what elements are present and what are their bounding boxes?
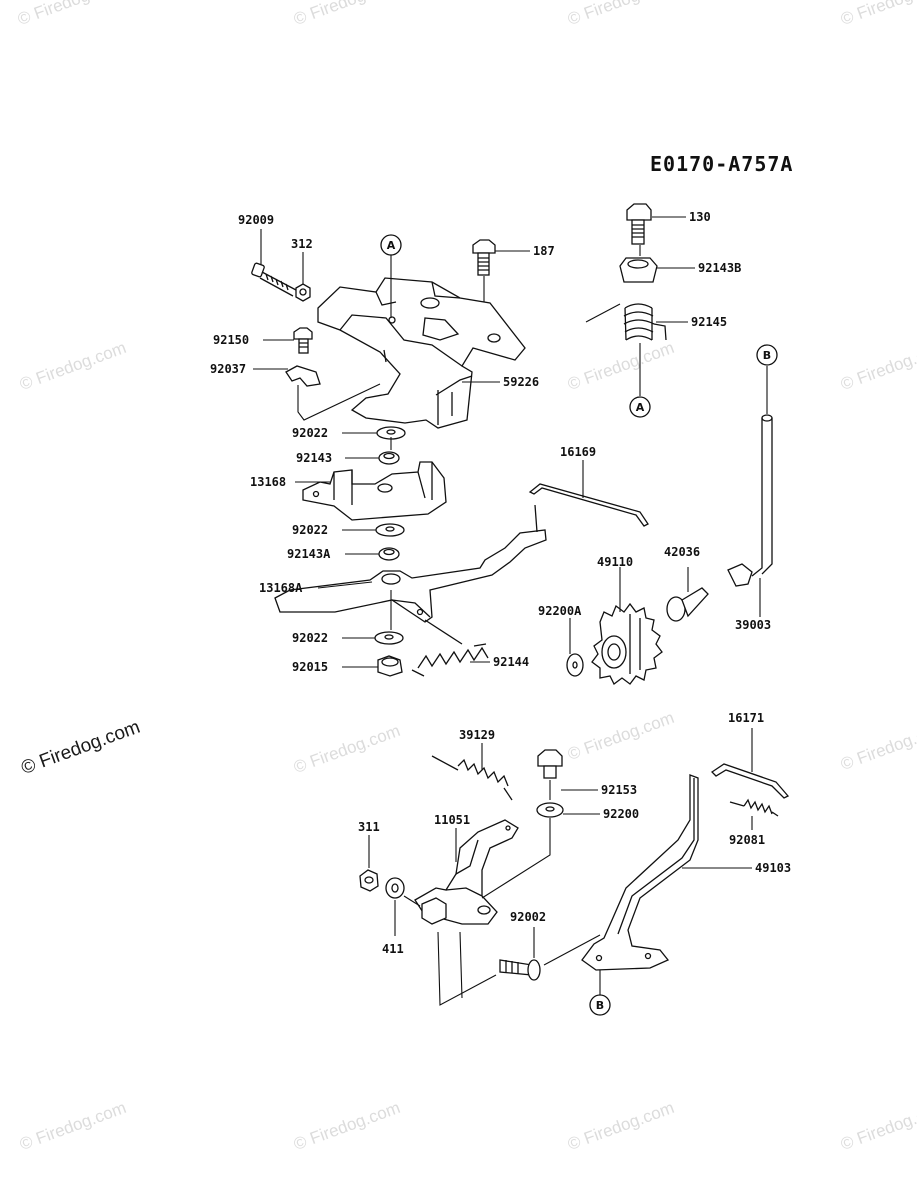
washer-92022-drawing [374,631,404,645]
callout-16171: 16171 [728,711,764,725]
svg-text:B: B [763,349,771,362]
rod-16169-drawing [528,460,649,527]
callout-311: 311 [358,820,380,834]
callout-39129: 39129 [459,728,495,742]
svg-text:A: A [387,239,396,252]
callout-92081: 92081 [729,833,765,847]
lever-11051-drawing [414,819,519,925]
callout-49103: 49103 [755,861,791,875]
callout-92002: 92002 [510,910,546,924]
callout-42036: 42036 [664,545,700,559]
washer-92200A-drawing [566,653,584,677]
nut-312-drawing [295,252,311,302]
washer-92022-drawing [375,523,405,537]
callout-92009: 92009 [238,213,274,227]
grommet-92143A-drawing [378,547,400,561]
callout-49110: 49110 [597,555,633,569]
callout-92200A: 92200A [538,604,582,618]
callout-92153: 92153 [601,783,637,797]
washer-411-drawing [385,877,405,899]
rod-39003-drawing [727,366,773,587]
callout-92015: 92015 [292,660,328,674]
callout-92037: 92037 [210,362,246,376]
spring-92145-drawing [585,303,667,341]
callout-92150: 92150 [213,333,249,347]
spring-39129-drawing [431,743,513,801]
leader-line [481,818,551,899]
callout-92200: 92200 [603,807,639,821]
callout-39003: 39003 [735,618,771,632]
callout-92022-middle: 92022 [292,523,328,537]
diagram-code: E0170-A757A [650,152,794,176]
screw-92150-drawing [293,327,313,354]
callout-92145: 92145 [691,315,727,329]
bolt-92002-drawing [499,959,541,981]
callout-92022-upper: 92022 [292,426,328,440]
svg-text:A: A [636,401,645,414]
callout-312: 312 [291,237,313,251]
callout-13168: 13168 [250,475,286,489]
lever-13168A-drawing [274,504,547,623]
ref-marker-b-bottom: B [589,994,611,1016]
plate-13168-drawing [302,461,447,521]
leader-line [437,931,497,1006]
callout-59226: 59226 [503,375,539,389]
callout-16169: 16169 [560,445,596,459]
leader-lines [253,216,695,815]
gear-49110-drawing [591,602,663,685]
nut-92015-drawing [377,655,403,677]
leader-line [403,895,421,907]
bracket-59226-drawing [317,277,526,429]
svg-text:B: B [596,999,604,1012]
cap-92143B-drawing [619,257,658,283]
clip-92037-drawing [285,365,321,387]
leader-line [543,934,601,966]
callout-187: 187 [533,244,555,258]
ref-marker-b-top: B [756,344,778,366]
callout-130: 130 [689,210,711,224]
callout-11051: 11051 [434,813,470,827]
washer-92200-drawing [536,802,564,818]
pin-42036-drawing [666,567,709,622]
bolt-130-drawing [626,203,652,245]
ref-marker-a-right: A [629,396,651,418]
bolt-187-drawing [472,239,530,305]
callout-92022-lower: 92022 [292,631,328,645]
callout-92144: 92144 [493,655,529,669]
lever-49103-drawing [581,774,699,971]
spring-92081-drawing [729,798,779,830]
callout-92143A: 92143A [287,547,331,561]
callout-13168A: 13168A [259,581,303,595]
grommet-92143-drawing [378,451,400,465]
ref-marker-a-top: A [380,234,402,256]
bolt-92009-drawing [251,229,297,297]
spring-92144-drawing [411,619,489,677]
callout-92143B: 92143B [698,261,741,275]
callout-92143: 92143 [296,451,332,465]
nut-311-drawing [359,869,379,892]
leader-line [297,383,381,421]
rod-16171-drawing [710,728,790,799]
callout-411: 411 [382,942,404,956]
screw-92153-drawing [537,749,563,779]
